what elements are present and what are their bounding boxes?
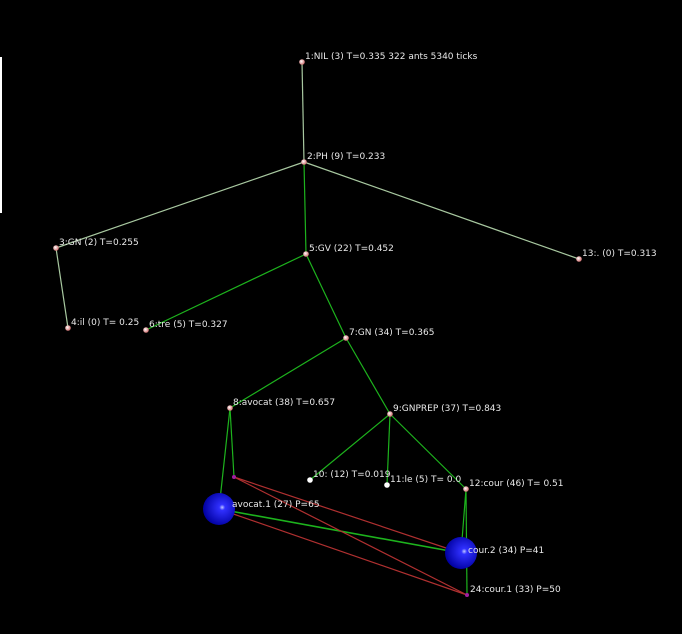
- node-label: 5:GV (22) T=0.452: [309, 244, 394, 254]
- node-label: 11:le (5) T= 0.0: [390, 475, 461, 485]
- node-label: 24:cour.1 (33) P=50: [470, 585, 561, 595]
- node-label: 12:cour (46) T= 0.51: [469, 479, 563, 489]
- tree-node[interactable]: [343, 335, 349, 341]
- tree-node[interactable]: [65, 325, 71, 331]
- edge-3-4: [55, 247, 69, 329]
- node-label: 4:il (0) T= 0.25: [71, 318, 139, 328]
- edge-2-13: [303, 161, 580, 260]
- edge-av1-24: [218, 508, 468, 596]
- edge-5-7: [305, 253, 347, 339]
- edge-s-24: [233, 476, 468, 596]
- node-label: cour.2 (34) P=41: [468, 546, 544, 556]
- edge-2-5: [303, 161, 307, 255]
- edge-9-11: [386, 413, 391, 486]
- tree-node[interactable]: [53, 245, 59, 251]
- node-label: 6:tre (5) T=0.327: [149, 320, 228, 330]
- node-label: 9:GNPREP (37) T=0.843: [393, 404, 501, 414]
- node-label: 13:. (0) T=0.313: [582, 249, 657, 259]
- word-sphere[interactable]: [445, 537, 477, 569]
- edge-8-av1: [218, 407, 231, 510]
- window-edge: [0, 57, 2, 213]
- tree-node[interactable]: [232, 475, 236, 479]
- tree-node[interactable]: [384, 482, 390, 488]
- node-label: 8:avocat (38) T=0.657: [233, 398, 335, 408]
- edge-s-c2: [233, 476, 462, 554]
- node-label: 1:NIL (3) T=0.335 322 ants 5340 ticks: [305, 52, 478, 62]
- edge-1-2: [301, 61, 305, 163]
- edge-9-12: [389, 413, 467, 490]
- edge-2-3: [55, 161, 305, 249]
- node-label: 3:GN (2) T=0.255: [59, 238, 139, 248]
- tree-node[interactable]: [227, 405, 233, 411]
- edge-7-8: [229, 337, 347, 409]
- tree-node[interactable]: [301, 159, 307, 165]
- tree-node[interactable]: [463, 486, 469, 492]
- tree-node[interactable]: [307, 477, 313, 483]
- node-label: 10: (12) T=0.019: [313, 470, 391, 480]
- tree-node[interactable]: [303, 251, 309, 257]
- tree-node[interactable]: [465, 593, 469, 597]
- tree-node[interactable]: [387, 411, 393, 417]
- tree-node[interactable]: [299, 59, 305, 65]
- edge-7-9: [345, 337, 391, 415]
- node-label: 7:GN (34) T=0.365: [349, 328, 434, 338]
- word-sphere[interactable]: [203, 493, 235, 525]
- tree-node[interactable]: [143, 327, 149, 333]
- edge-9-10: [309, 413, 391, 481]
- node-label: 2:PH (9) T=0.233: [307, 152, 385, 162]
- edge-8-s: [229, 407, 235, 478]
- edge-5-6: [145, 253, 307, 331]
- node-label: avocat.1 (27) P=65: [232, 500, 320, 510]
- tree-node[interactable]: [576, 256, 582, 262]
